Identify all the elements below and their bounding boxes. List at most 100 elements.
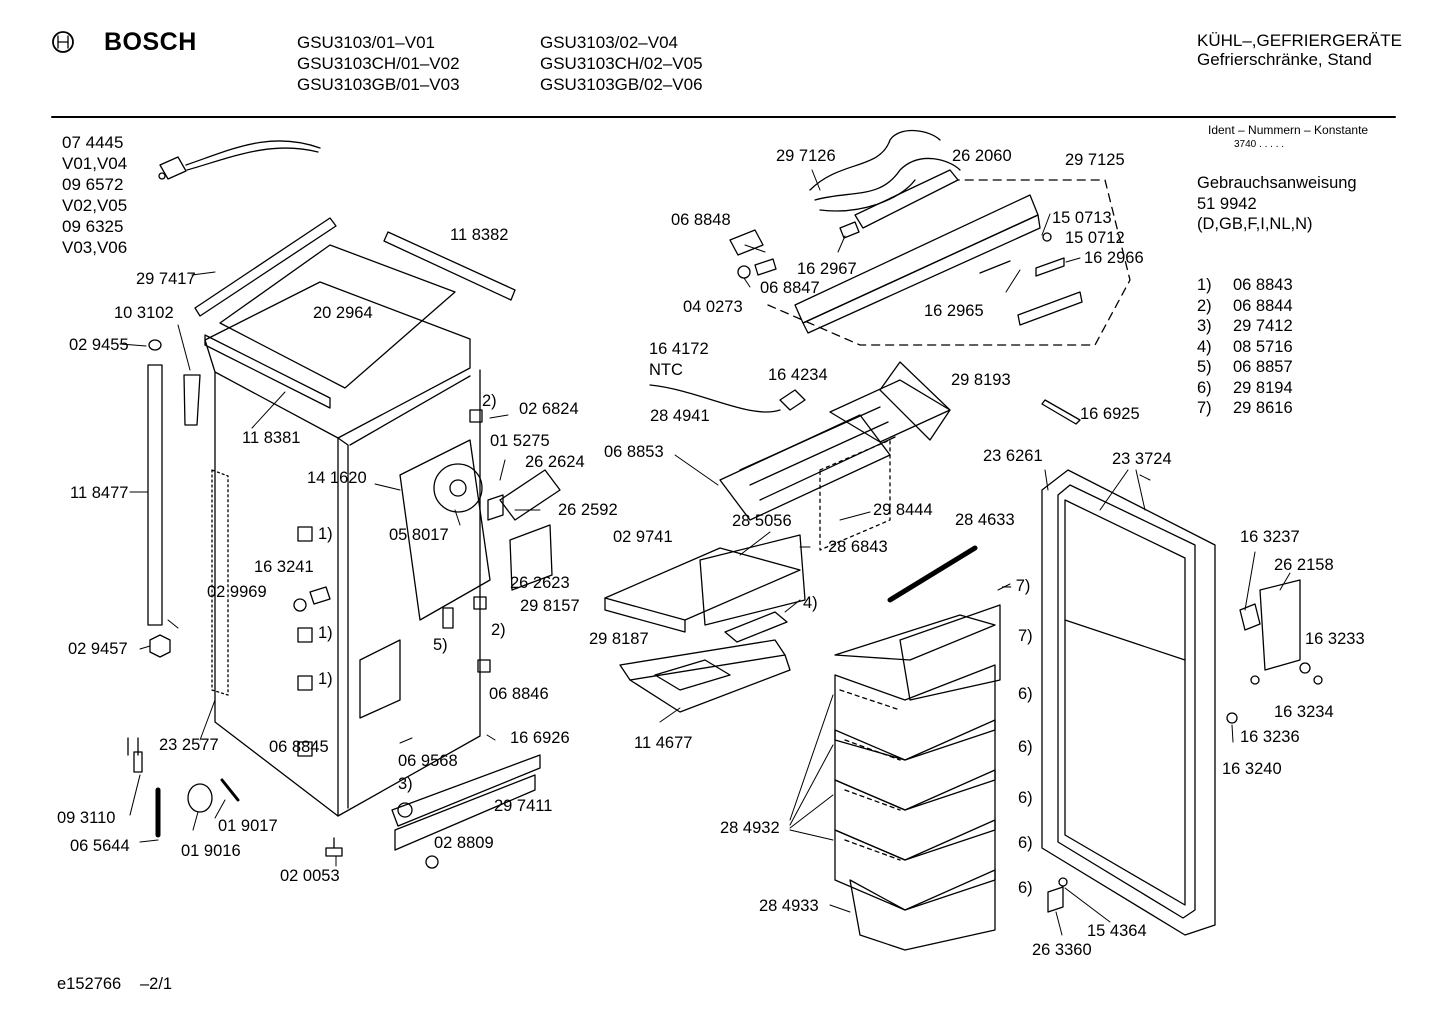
manual-title: Gebrauchsanweisung	[1197, 174, 1357, 192]
part-label: 02 9455	[69, 336, 129, 354]
part-label: 26 2592	[558, 501, 618, 519]
cable-variant: V03,V06	[62, 238, 128, 257]
top-cover-plate	[195, 218, 515, 408]
callout-label: 2)	[482, 392, 497, 410]
part-label: 23 2577	[159, 736, 219, 754]
control-panel-assembly	[730, 170, 1130, 345]
part-label: 15 4364	[1087, 922, 1147, 940]
footnote-value: 29 8194	[1233, 378, 1293, 397]
footnote-value: 06 8844	[1233, 296, 1293, 315]
callout-label: 2)	[491, 621, 506, 639]
part-label: 02 9457	[68, 640, 128, 658]
footnote-key: 3)	[1197, 317, 1212, 335]
part-label: 09 3110	[57, 809, 116, 827]
part-label: 29 7126	[776, 147, 836, 165]
cabinet-feet-parts	[128, 599, 540, 868]
part-label: 01 5275	[490, 432, 550, 450]
part-label: 02 9969	[207, 583, 267, 601]
part-label: 28 5056	[732, 512, 792, 530]
evaporator-coil	[650, 362, 950, 550]
footnote-value: 08 5716	[1233, 337, 1293, 356]
callout-label: 5)	[433, 636, 448, 654]
callout-label: 6)	[1018, 685, 1033, 703]
category-title: KÜHL–,GEFRIERGERÄTE	[1197, 31, 1402, 50]
part-label: 26 2624	[525, 453, 585, 471]
model-item: GSU3103GB/01–V03	[297, 75, 460, 94]
part-label: 29 8187	[589, 630, 649, 648]
model-item: GSU3103CH/02–V05	[540, 54, 703, 73]
part-label: 16 4172	[649, 340, 709, 358]
callout-label: 1)	[318, 525, 333, 543]
part-label: 15 0713	[1052, 209, 1112, 227]
model-item: GSU3103GB/02–V06	[540, 75, 703, 94]
part-label: 04 0273	[683, 298, 743, 316]
part-label: 06 8846	[489, 685, 549, 703]
footnote-value: 06 8843	[1233, 276, 1293, 294]
part-label: 16 3241	[254, 558, 314, 576]
cable-variant: 09 6325	[62, 217, 124, 236]
model-item: GSU3103CH/01–V02	[297, 54, 460, 73]
part-label: 02 0053	[280, 867, 340, 885]
part-label: 11 4677	[634, 734, 693, 752]
part-label: 16 3233	[1305, 630, 1365, 648]
part-label: NTC	[649, 361, 683, 379]
part-label: 23 3724	[1112, 450, 1172, 468]
part-label: 28 4932	[720, 819, 780, 837]
part-label: 15 0712	[1065, 229, 1125, 247]
part-label: 16 4234	[768, 366, 828, 384]
part-label: 16 2965	[924, 302, 984, 320]
footnote-value: 29 7412	[1233, 317, 1293, 335]
callout-label: 6)	[1018, 789, 1033, 807]
model-list-col1: GSU3103/01–V01 GSU3103CH/01–V02 GSU3103G…	[297, 32, 460, 95]
part-label: 06 9568	[398, 752, 458, 770]
manual-languages: (D,GB,F,I,NL,N)	[1197, 215, 1313, 233]
bosch-logo	[53, 32, 73, 52]
cable-variant: V02,V05	[62, 196, 128, 215]
evaporator-fan-assembly	[400, 440, 560, 620]
freezer-cabinet	[205, 282, 480, 816]
callout-label: – 7)	[1002, 577, 1031, 595]
part-label: 06 5644	[70, 837, 130, 855]
drain-tube	[148, 340, 200, 657]
part-label: 16 3234	[1274, 703, 1334, 721]
model-item: GSU3103/01–V01	[297, 33, 435, 52]
part-label: 28 4941	[650, 407, 710, 425]
part-label: 29 7125	[1065, 151, 1125, 169]
footnote-key: 7)	[1197, 399, 1212, 417]
part-label: 14 1620	[307, 469, 367, 487]
power-cable	[159, 141, 320, 179]
callout-label: 1)	[318, 624, 333, 642]
part-label: 02 6824	[519, 400, 579, 418]
freezer-drawers	[835, 548, 1000, 950]
callout-label: 4)	[803, 594, 818, 612]
model-item: GSU3103/02–V04	[540, 33, 678, 52]
callout-label: 6)	[1018, 738, 1033, 756]
part-label: 06 8848	[671, 211, 731, 229]
callout-label: 6)	[1018, 834, 1033, 852]
part-label: 29 7417	[136, 270, 196, 288]
part-label: 11 8382	[450, 226, 509, 244]
part-label: 23 6261	[983, 447, 1043, 465]
leader-lines	[120, 170, 1290, 935]
part-label: 02 8809	[434, 834, 494, 852]
part-label: 20 2964	[313, 304, 373, 322]
cable-variant: V01,V04	[62, 154, 128, 173]
callout-label: 3)	[398, 775, 413, 793]
footnote-key: 1)	[1197, 276, 1212, 294]
freezer-door	[1042, 400, 1215, 935]
part-label: 16 3237	[1240, 528, 1300, 546]
part-label: 16 2966	[1084, 249, 1144, 267]
callout-label: 1)	[318, 670, 333, 688]
part-label: 26 2158	[1274, 556, 1334, 574]
part-label: 26 3360	[1032, 941, 1092, 959]
door-hinge-right	[1048, 580, 1322, 912]
footnote-value: 29 8616	[1233, 399, 1293, 417]
cable-variant: 09 6572	[62, 175, 124, 194]
part-label: 05 8017	[389, 526, 449, 544]
manual-number: 51 9942	[1197, 195, 1257, 213]
footnote-key: 4)	[1197, 337, 1212, 356]
callout-label: 6)	[1018, 879, 1033, 897]
part-label: 28 4633	[955, 511, 1015, 529]
part-label: 16 3236	[1240, 728, 1300, 746]
part-label: 11 8477	[70, 484, 129, 502]
